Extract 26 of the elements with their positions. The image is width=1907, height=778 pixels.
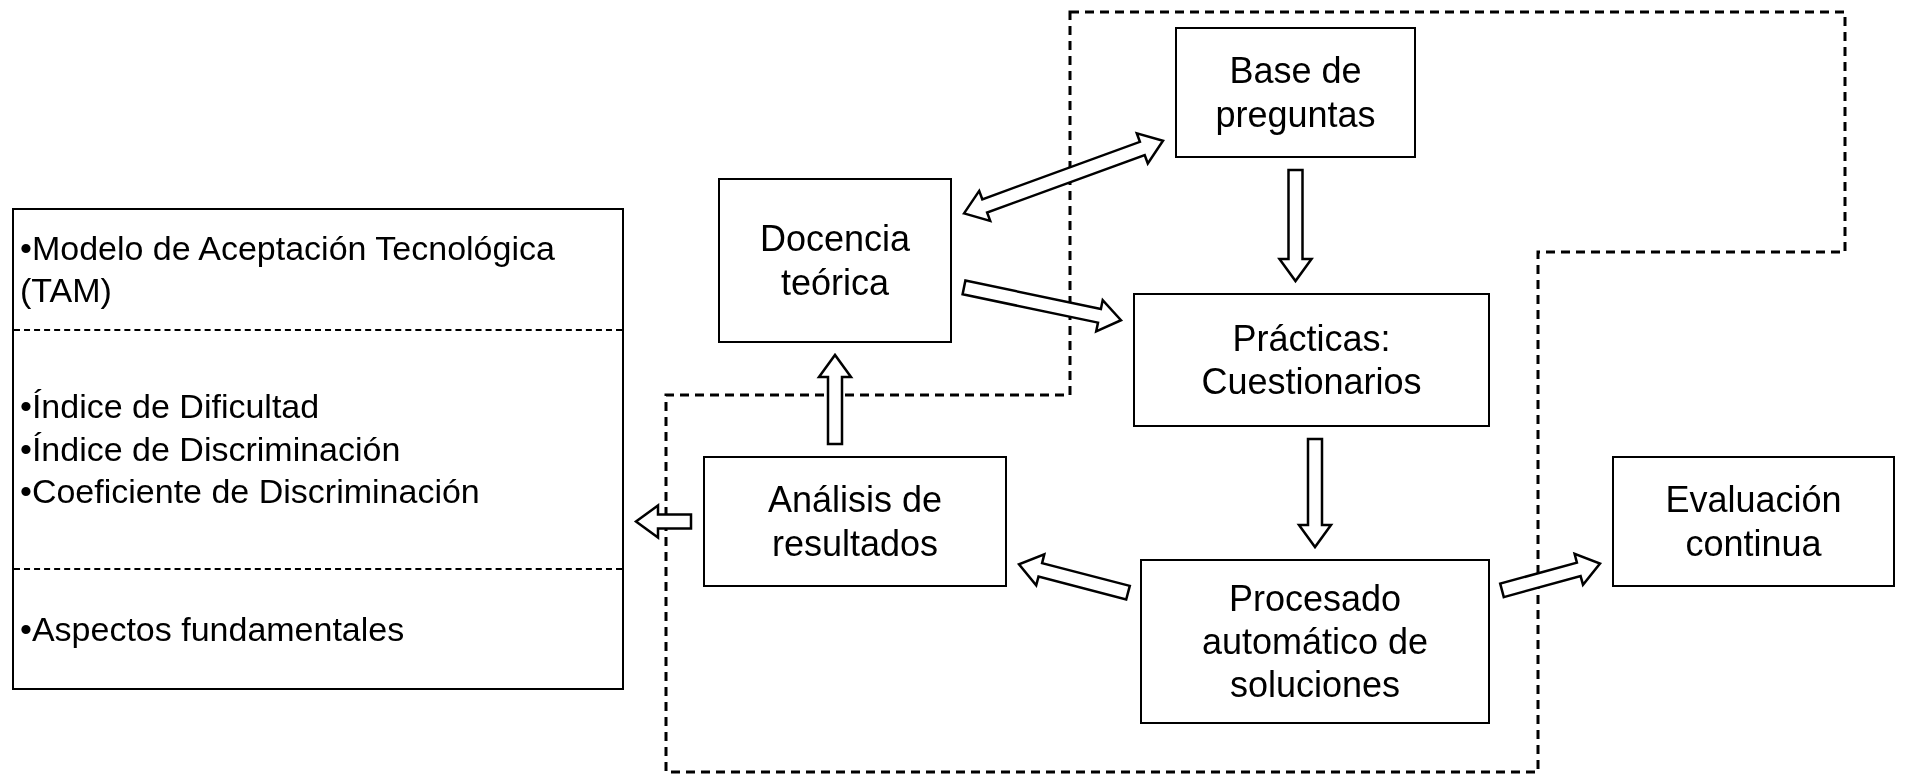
block-arrow: [1277, 168, 1314, 284]
list-item: •Aspectos fundamentales: [20, 608, 406, 650]
process-box: [1612, 456, 1895, 587]
block-arrow: [962, 131, 1165, 223]
list-item: •Coeficiente de Discriminación: [20, 471, 481, 513]
list-item: •Modelo de Aceptación Tecnológica (TAM): [20, 227, 556, 312]
process-box: [1133, 293, 1490, 427]
process-box: [718, 178, 952, 343]
block-arrow: [1296, 437, 1334, 550]
process-box: [1140, 559, 1490, 724]
box-label: Docencia teórica: [758, 217, 912, 304]
block-arrow: [816, 352, 854, 446]
process-box: [1175, 27, 1416, 158]
block-arrow: [633, 503, 693, 540]
list-item: •Índice de Dificultad: [20, 386, 321, 428]
process-box: [703, 456, 1007, 587]
block-arrow: [961, 279, 1124, 334]
list-box: [12, 208, 624, 690]
block-arrow: [1498, 551, 1603, 599]
block-arrow: [1016, 552, 1132, 602]
box-label: Evaluación continua: [1664, 478, 1843, 565]
box-label: Análisis de resultados: [766, 478, 944, 565]
box-label: Prácticas: Cuestionarios: [1200, 316, 1423, 404]
box-label: Base de preguntas: [1214, 49, 1377, 136]
list-item: •Índice de Discriminación: [20, 428, 402, 470]
box-label: Procesado automático de soluciones: [1200, 576, 1430, 707]
